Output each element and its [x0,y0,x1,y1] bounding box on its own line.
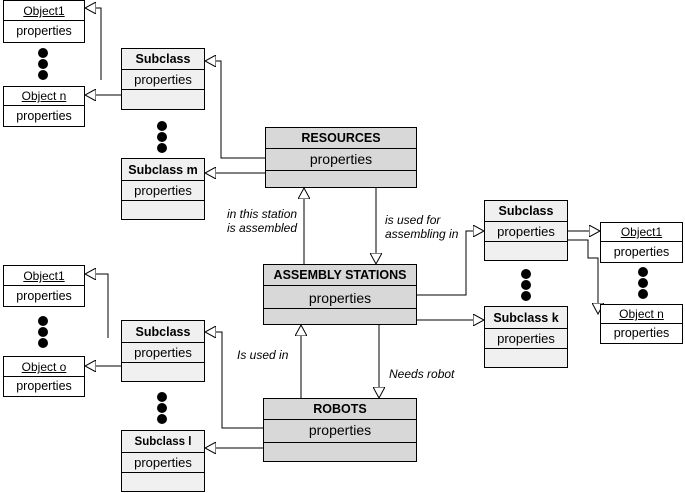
subclass-m-box: Subclass m properties [121,158,205,220]
object-properties: properties [16,109,72,123]
objectn-right-box: Object n properties [600,304,683,344]
object-properties: properties [613,245,670,259]
ellipsis-dot [638,267,648,277]
object-properties: properties [16,289,72,303]
subclass-methods [485,349,567,367]
generalization-object1-subclass-a [85,8,102,80]
class-methods [264,309,416,324]
class-name: RESOURCES [266,128,416,149]
class-properties: properties [264,420,416,443]
assembly-stations-class-box: ASSEMBLY STATIONS properties [263,264,417,325]
subclass-l-box: Subclass l properties [121,430,205,492]
object-name: Object1 [4,1,84,21]
ellipsis-dot [157,414,167,424]
object-name: Object1 [4,266,84,286]
ellipsis-dot [38,59,48,69]
ellipsis-dot [157,143,167,153]
object1-top-box: Object1 properties [3,0,85,43]
ellipsis-dot [157,403,167,413]
object-name: Object1 [601,223,682,242]
subclass-name: Subclass k [485,307,567,329]
generalization-subclass-a-resources [205,61,265,159]
class-properties: properties [266,149,416,171]
ellipsis-dot [38,338,48,348]
relation-label-line: in this station [227,207,298,221]
subclass-properties: properties [122,453,204,473]
object1-bottom-box: Object1 properties [3,265,85,307]
subclass-name: Subclass l [122,431,204,453]
subclass-c-box: Subclass properties [121,320,205,382]
ellipsis-dot [38,70,48,80]
subclass-properties: properties [122,343,204,363]
class-methods [264,443,416,461]
class-properties: properties [264,286,416,309]
ellipsis-dot [521,269,531,279]
link-station-subclass-b [417,231,484,296]
subclass-a-box: Subclass properties [121,48,205,110]
generalization-object1-subclass-c [85,274,109,338]
subclass-properties: properties [485,329,567,349]
ellipsis-dot [157,121,167,131]
ellipsis-dot [638,278,648,288]
relation-label-is-used-for: is used for assembling in [385,213,458,241]
robots-class-box: ROBOTS properties [263,398,417,462]
resources-class-box: RESOURCES properties [265,127,417,188]
class-name: ROBOTS [264,399,416,420]
subclass-properties: properties [122,181,204,201]
subclass-b-box: Subclass properties [484,200,568,261]
class-name: ASSEMBLY STATIONS [264,265,416,286]
object-properties: properties [613,326,670,340]
ellipsis-dot [38,327,48,337]
subclass-properties: properties [122,70,204,90]
object-properties: properties [16,24,72,38]
object1-right-box: Object1 properties [600,222,683,263]
subclass-methods [122,363,204,381]
subclass-name: Subclass [485,201,567,222]
object-properties: properties [16,379,72,393]
subclass-name: Subclass [122,321,204,343]
subclass-methods [122,90,204,109]
generalization-right-objectn-subclass-b [568,239,598,314]
objecto-box: Object o properties [3,356,85,397]
object-name: Object o [4,357,84,377]
ellipsis-dot [521,280,531,290]
relation-label-line: assembling in [385,227,459,241]
class-methods [266,171,416,187]
subclass-methods [122,201,204,219]
subclass-properties: properties [485,222,567,242]
ellipsis-dot [157,392,167,402]
subclass-k-box: Subclass k properties [484,306,568,368]
ellipsis-dot [638,289,648,299]
object-name: Object n [4,87,84,106]
subclass-methods [485,242,567,260]
subclass-name: Subclass [122,49,204,70]
relation-label-line: is assembled [227,221,298,235]
ellipsis-dot [38,48,48,58]
subclass-name: Subclass m [122,159,204,181]
relation-label-needs-robot: Needs robot [389,367,455,381]
ellipsis-dot [521,291,531,301]
relation-label-is-used-in: Is used in [237,348,289,362]
relation-label-in-this-station: in this station is assembled [227,207,297,235]
relation-label-line: is used for [385,213,441,227]
object-name: Object n [601,305,682,324]
generalization-subclass-c-robots [205,332,263,429]
ellipsis-dot [38,316,48,326]
objectn-left-box: Object n properties [3,86,85,127]
subclass-methods [122,473,204,491]
ellipsis-dot [157,132,167,142]
